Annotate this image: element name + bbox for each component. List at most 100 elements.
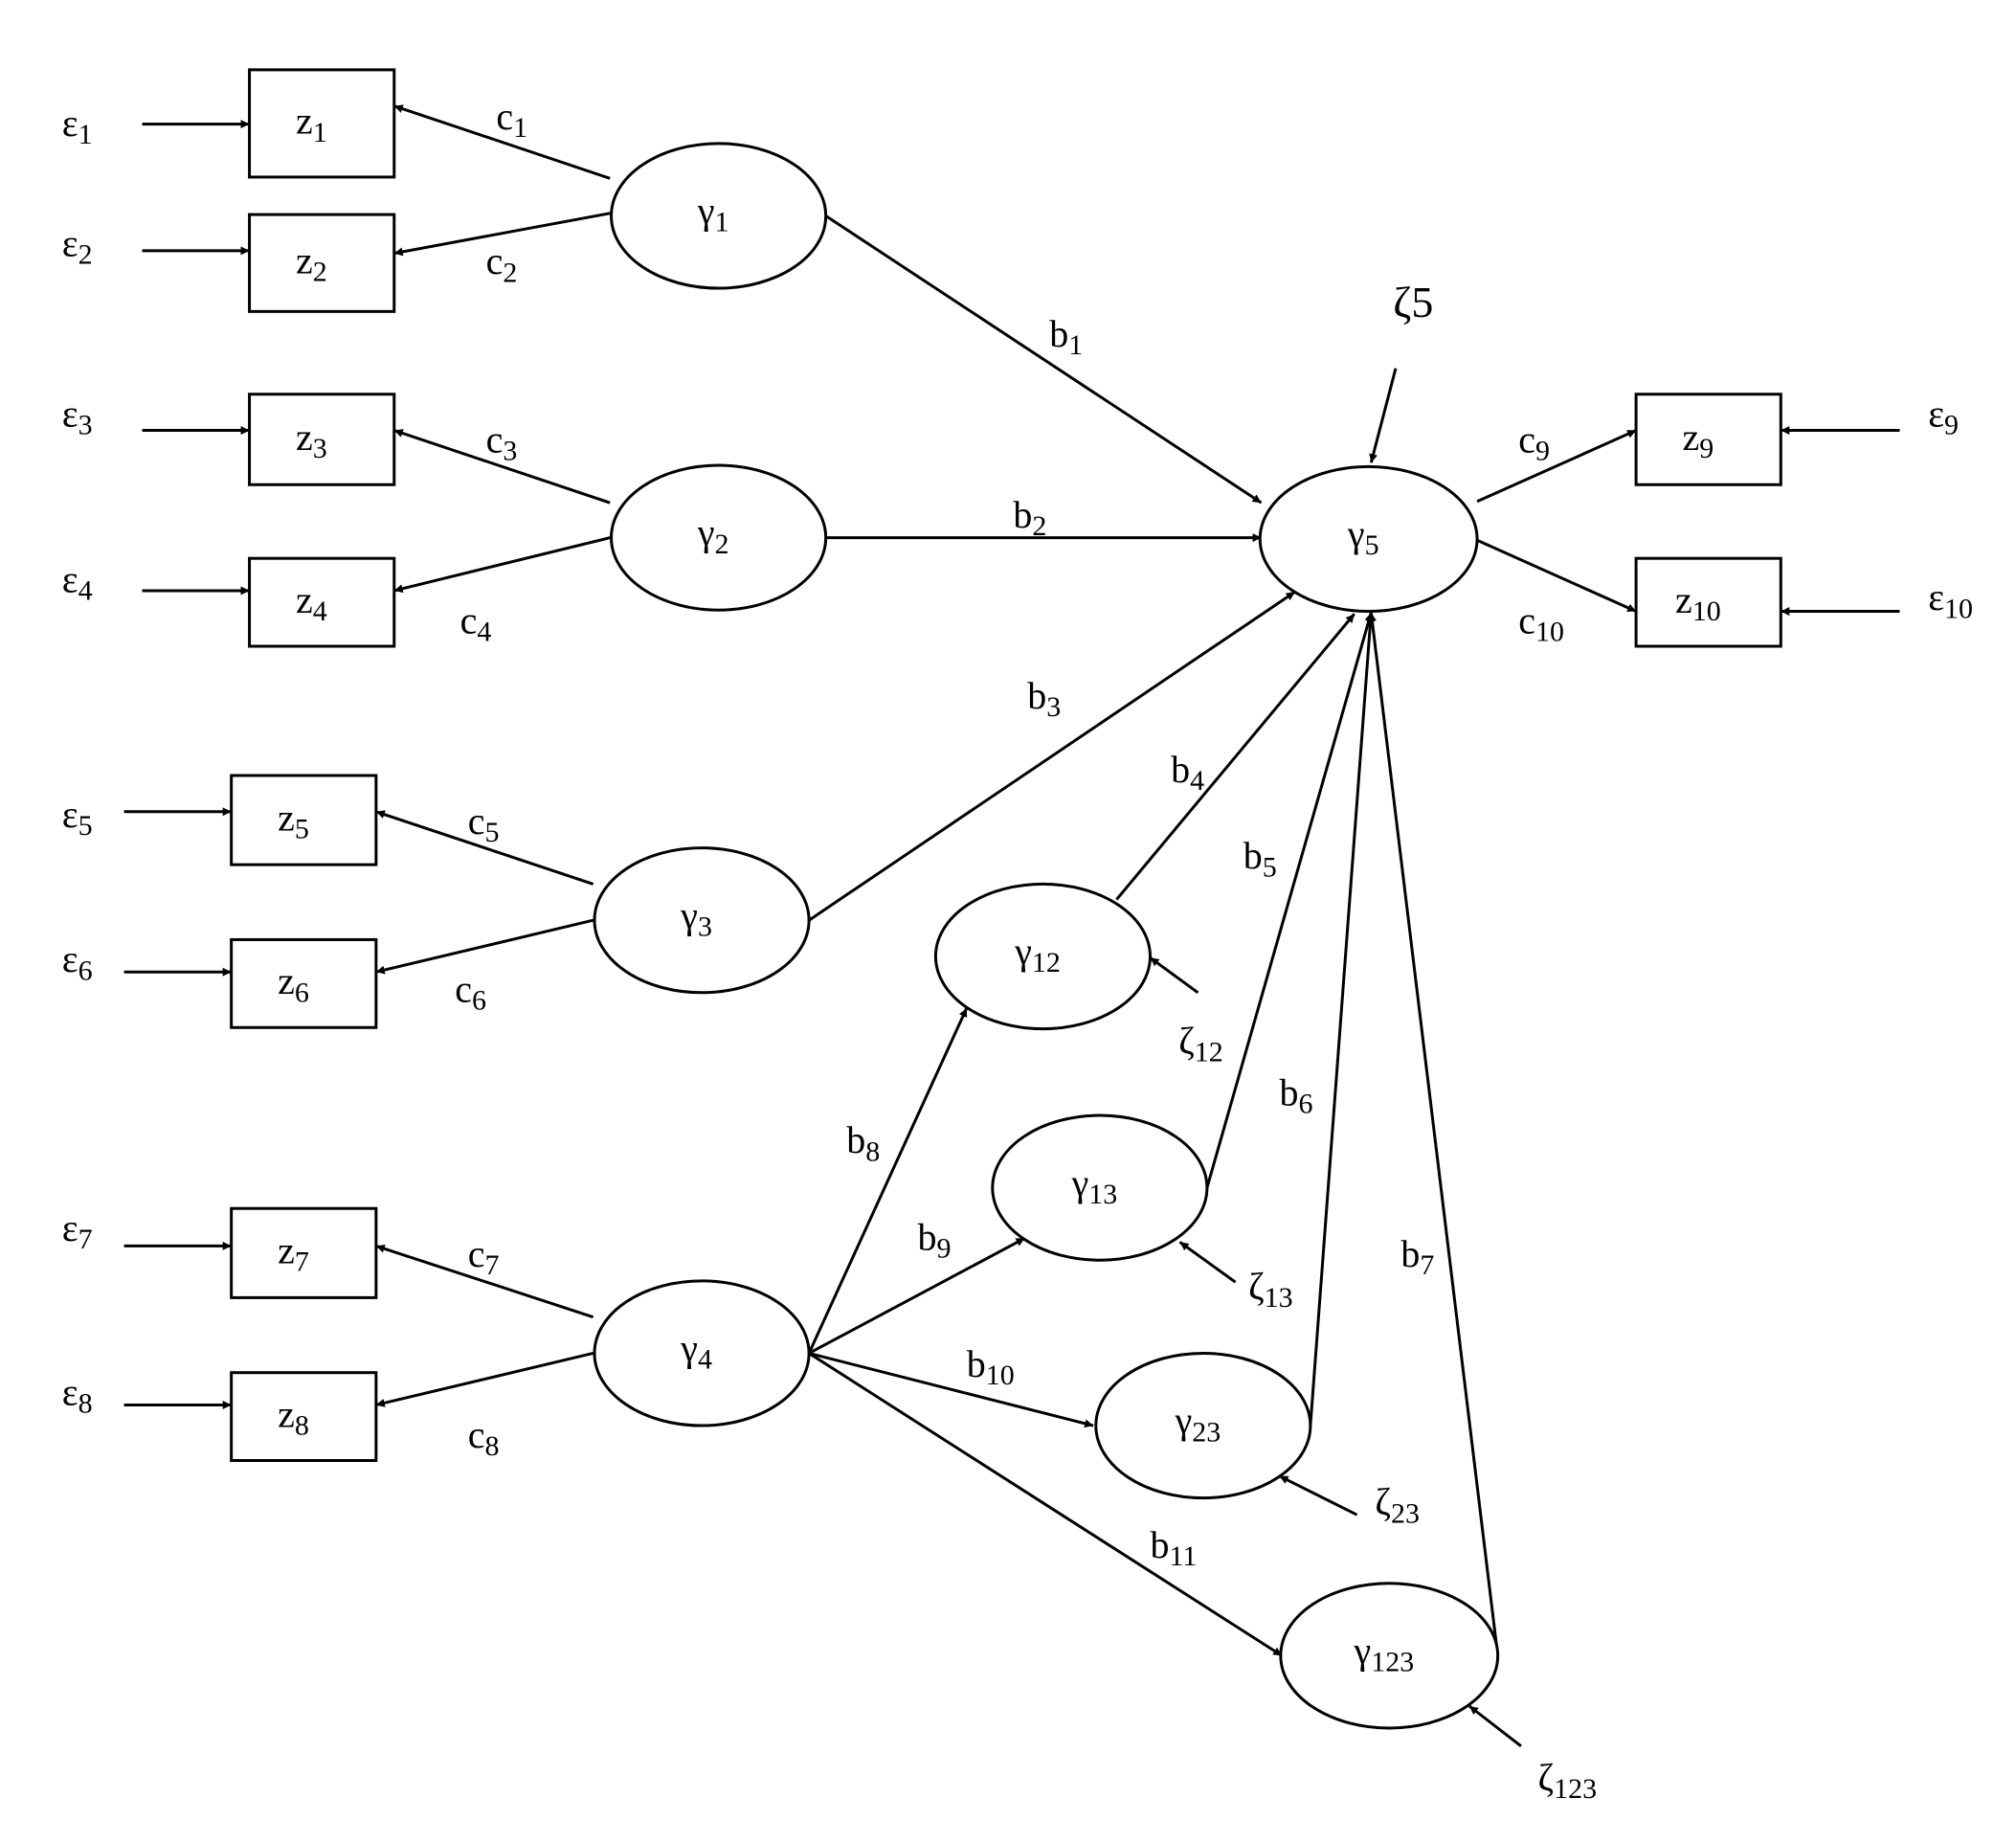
path-label-b3-subscript: 3 bbox=[1046, 691, 1061, 723]
path-arrow-b4 bbox=[1115, 613, 1355, 901]
loading-label-c7: c7 bbox=[468, 1232, 500, 1281]
ellipse-g3 bbox=[593, 846, 811, 995]
box-z7 bbox=[230, 1206, 378, 1299]
error-e9-subscript: 9 bbox=[1944, 410, 1959, 441]
error-e7-base: ε bbox=[62, 1206, 78, 1249]
label-z6: z6 bbox=[278, 959, 309, 1008]
path-label-b6: b6 bbox=[1280, 1070, 1313, 1119]
error-e1-base: ε bbox=[62, 101, 78, 145]
label-z8-subscript: 8 bbox=[295, 1410, 309, 1442]
error-e9-base: ε bbox=[1928, 393, 1944, 436]
path-arrow-b9 bbox=[808, 1236, 1026, 1355]
label-g4-base: γ bbox=[680, 1327, 698, 1370]
disturbance-d13-subscript: 13 bbox=[1265, 1282, 1293, 1314]
latent-g12: γ12 bbox=[933, 882, 1152, 1031]
error-e5-base: ε bbox=[62, 793, 78, 836]
loading-label-c4: c4 bbox=[460, 599, 492, 648]
label-z1-base: z bbox=[296, 100, 313, 143]
loading-label-c5-subscript: 5 bbox=[484, 817, 499, 848]
label-z4-subscript: 4 bbox=[313, 596, 327, 627]
label-z7: z7 bbox=[278, 1229, 309, 1278]
label-g12: γ12 bbox=[1014, 930, 1061, 978]
label-z9-subscript: 9 bbox=[1699, 433, 1714, 464]
path-label-b9-subscript: 9 bbox=[937, 1233, 952, 1265]
error-e3-base: ε bbox=[62, 393, 78, 436]
path-label-b6-base: b bbox=[1280, 1070, 1299, 1113]
loading-label-c10-subscript: 10 bbox=[1535, 617, 1564, 648]
ellipse-g1 bbox=[610, 142, 828, 290]
ellipse-g12 bbox=[933, 882, 1152, 1031]
observed-z1: z1 bbox=[248, 68, 396, 179]
label-g1-base: γ bbox=[697, 190, 715, 233]
label-z6-subscript: 6 bbox=[295, 977, 309, 1008]
label-g13-base: γ bbox=[1071, 1161, 1089, 1204]
label-z1: z1 bbox=[296, 100, 327, 148]
error-e4-base: ε bbox=[62, 557, 78, 600]
loading-arrow-c3 bbox=[393, 429, 611, 505]
label-z2-base: z bbox=[296, 239, 313, 282]
error-e3-subscript: 3 bbox=[78, 410, 93, 441]
loading-arrow-c4 bbox=[393, 536, 611, 594]
path-arrow-b3 bbox=[808, 591, 1296, 922]
loading-label-c7-base: c bbox=[468, 1232, 485, 1275]
box-z3 bbox=[248, 393, 396, 486]
error-e9: ε9 bbox=[1928, 393, 1959, 441]
error-e4-subscript: 4 bbox=[78, 574, 93, 606]
label-z1-subscript: 1 bbox=[313, 117, 327, 148]
ellipse-g2 bbox=[610, 463, 828, 612]
observed-z4: z4 bbox=[248, 556, 396, 648]
path-arrow-b1 bbox=[824, 214, 1263, 505]
error-e6-base: ε bbox=[62, 937, 78, 980]
error-e8: ε8 bbox=[62, 1370, 93, 1419]
label-z7-base: z bbox=[278, 1229, 295, 1272]
path-label-b1: b1 bbox=[1049, 312, 1083, 361]
latent-g2: γ2 bbox=[610, 463, 828, 612]
disturbance-d12-subscript: 12 bbox=[1195, 1036, 1223, 1068]
loading-label-c4-base: c bbox=[460, 599, 478, 642]
observed-z9: z9 bbox=[1634, 393, 1782, 486]
path-label-b1-subscript: 1 bbox=[1068, 329, 1083, 361]
label-g13: γ13 bbox=[1071, 1161, 1118, 1210]
error-e5: ε5 bbox=[62, 793, 93, 842]
loading-label-c9-base: c bbox=[1518, 418, 1535, 461]
path-label-b1-base: b bbox=[1049, 312, 1068, 355]
disturbance-d123: ζ123 bbox=[1538, 1756, 1598, 1805]
ellipse-g123 bbox=[1279, 1582, 1500, 1730]
label-g1-subscript: 1 bbox=[715, 207, 729, 238]
loading-label-c6: c6 bbox=[455, 967, 486, 1016]
error-e1: ε1 bbox=[62, 101, 93, 150]
path-label-b9-base: b bbox=[918, 1215, 937, 1258]
loading-label-c8-base: c bbox=[468, 1413, 485, 1456]
latent-g4: γ4 bbox=[593, 1279, 811, 1427]
label-z4-base: z bbox=[296, 578, 313, 621]
disturbance-d12: ζ12 bbox=[1178, 1019, 1223, 1068]
path-label-b11: b11 bbox=[1151, 1523, 1198, 1572]
disturbance-d12-base: ζ bbox=[1178, 1019, 1195, 1062]
error-e2-base: ε bbox=[62, 221, 78, 264]
path-label-b7-base: b bbox=[1400, 1232, 1420, 1275]
latent-g23: γ23 bbox=[1094, 1351, 1312, 1500]
label-g23: γ23 bbox=[1175, 1399, 1221, 1448]
path-label-b10: b10 bbox=[967, 1342, 1015, 1391]
path-label-b10-base: b bbox=[967, 1342, 986, 1385]
loading-label-c3-base: c bbox=[486, 418, 504, 461]
loading-label-c6-base: c bbox=[455, 967, 472, 1010]
loading-label-c2-base: c bbox=[486, 239, 504, 282]
error-e3: ε3 bbox=[62, 393, 93, 441]
loading-label-c7-subscript: 7 bbox=[484, 1249, 499, 1281]
label-g12-base: γ bbox=[1014, 930, 1032, 973]
path-label-b4: b4 bbox=[1171, 748, 1204, 797]
path-label-b11-subscript: 11 bbox=[1170, 1540, 1198, 1572]
path-label-b11-base: b bbox=[1151, 1523, 1170, 1566]
latent-g1: γ1 bbox=[610, 142, 828, 290]
path-label-b4-subscript: 4 bbox=[1190, 765, 1204, 797]
loading-label-c9: c9 bbox=[1518, 418, 1550, 467]
ellipse-g23 bbox=[1094, 1351, 1312, 1500]
path-label-b5-base: b bbox=[1243, 834, 1263, 877]
error-e6: ε6 bbox=[62, 937, 93, 986]
ellipse-g5 bbox=[1258, 464, 1479, 614]
error-e10-base: ε bbox=[1928, 575, 1944, 618]
loading-label-c5-base: c bbox=[468, 799, 485, 843]
box-z6 bbox=[230, 937, 378, 1029]
